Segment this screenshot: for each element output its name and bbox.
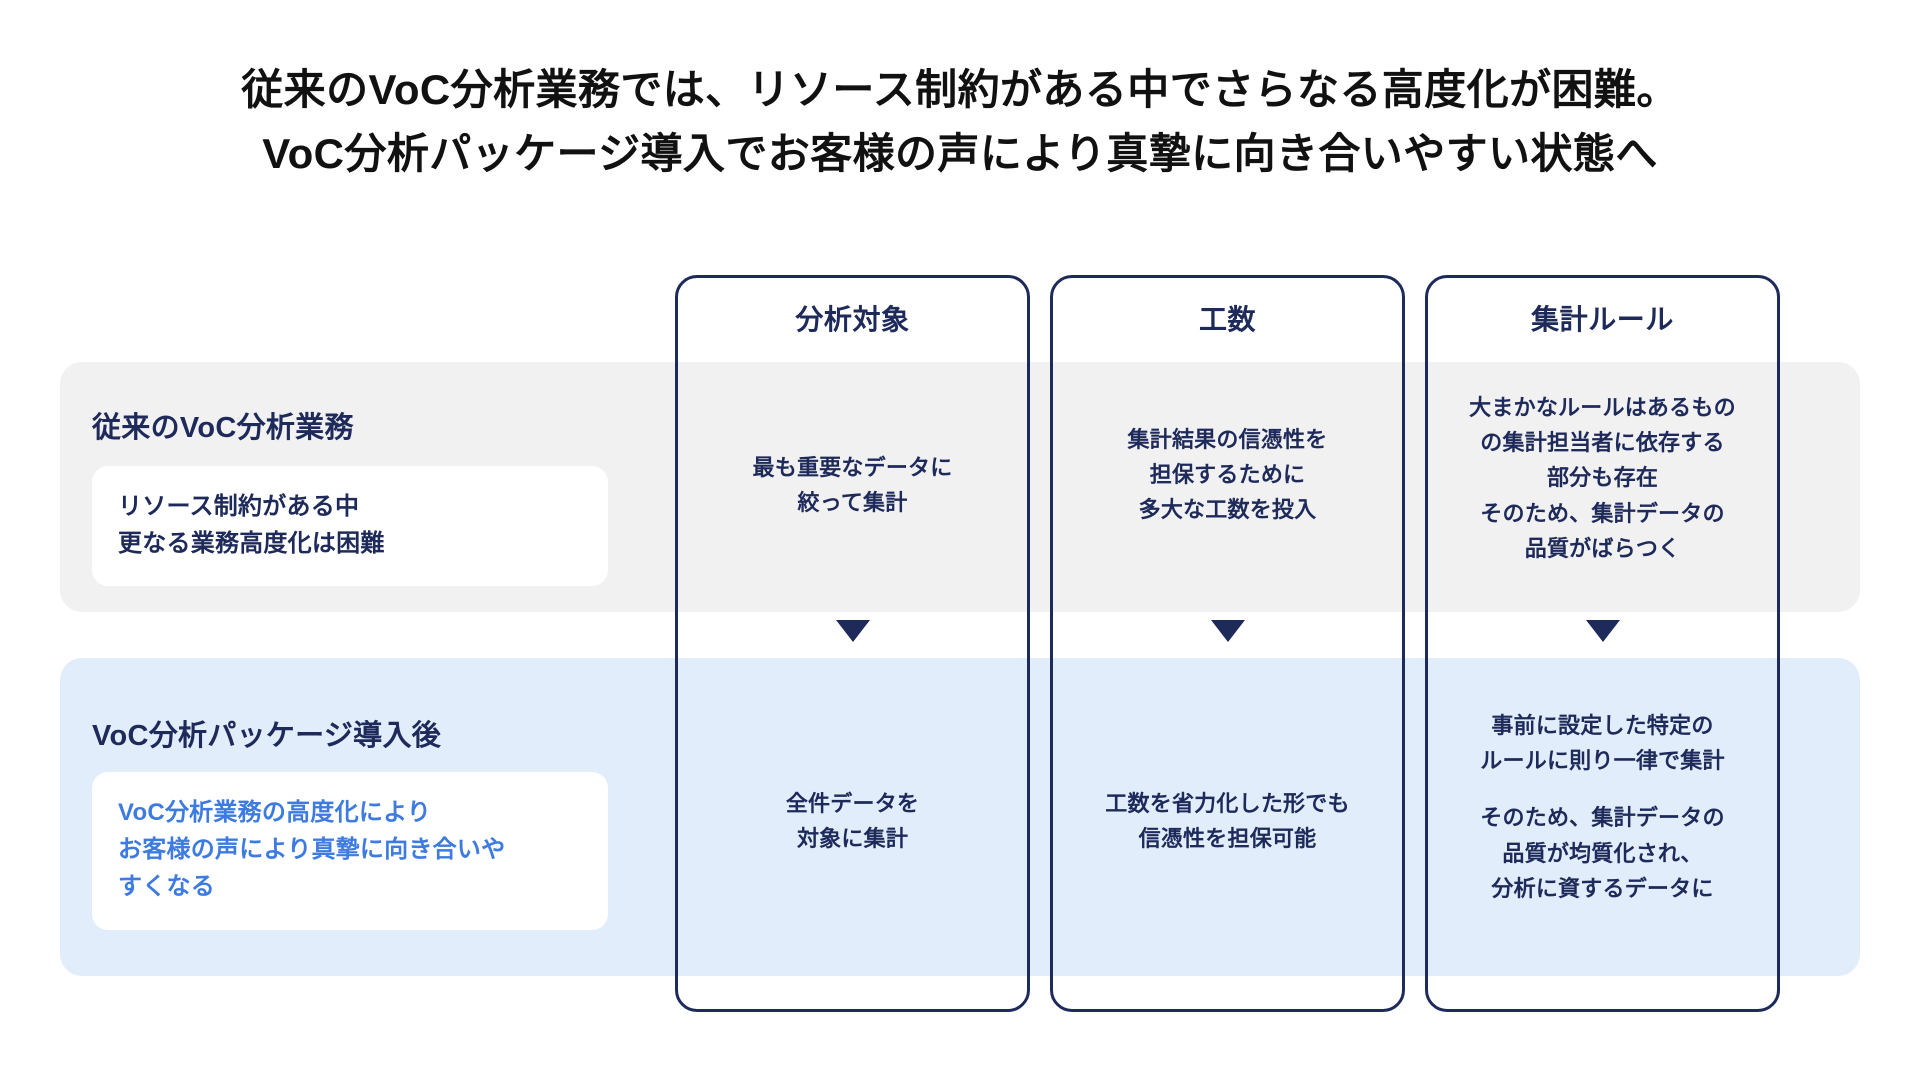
title-line-1: 従来のVoC分析業務では、リソース制約がある中でさらなる高度化が困難。 xyxy=(241,66,1679,113)
cell-line: ルールに則り一律で集計 xyxy=(1480,748,1725,774)
cell-before-man-hours: 集計結果の信憑性を 担保するために 多大な工数を投入 xyxy=(1055,422,1400,528)
column-header-man-hours: 工数 xyxy=(1198,304,1257,335)
title-line-2: VoC分析パッケージ導入でお客様の声により真摯に向き合いやすい状態へ xyxy=(262,129,1658,177)
cell-line: 品質がばらつく xyxy=(1524,535,1681,561)
cell-before-aggregation-rule: 大まかなルールはあるもの の集計担当者に依存する 部分も存在 そのため、集計デー… xyxy=(1430,390,1775,566)
cell-line: そのため、集計データの xyxy=(1480,500,1725,526)
cell-line-spacer xyxy=(1430,778,1775,800)
cell-line: 部分も存在 xyxy=(1546,465,1659,491)
down-triangle-icon xyxy=(1586,620,1620,642)
cell-line: 全件データを xyxy=(785,791,920,816)
cell-after-man-hours: 工数を省力化した形でも 信憑性を担保可能 xyxy=(1055,786,1400,856)
cell-after-aggregation-rule: 事前に設定した特定の ルールに則り一律で集計 そのため、集計データの 品質が均質… xyxy=(1430,708,1775,906)
column-header-aggregation-rule: 集計ルール xyxy=(1531,304,1674,335)
cell-line: 事前に設定した特定の xyxy=(1491,713,1714,738)
summary-card-before-line-1: リソース制約がある中 xyxy=(118,493,360,520)
cell-line: の集計担当者に依存する xyxy=(1480,430,1725,456)
summary-card-after-line-1: VoC分析業務の高度化により xyxy=(118,799,432,826)
cell-line: 大まかなルールはあるもの xyxy=(1469,395,1736,420)
cell-line: 対象に集計 xyxy=(796,826,909,852)
cell-after-analysis-target: 全件データを 対象に集計 xyxy=(680,786,1025,856)
summary-card-before-line-2: 更なる業務高度化は困難 xyxy=(118,530,385,558)
summary-card-before: リソース制約がある中 更なる業務高度化は困難 xyxy=(92,466,608,587)
cell-line: 分析に資するデータに xyxy=(1491,875,1714,901)
row-label-before: 従来のVoC分析業務 xyxy=(92,412,354,444)
row-label-after: VoC分析パッケージ導入後 xyxy=(92,720,442,752)
column-header-analysis-target: 分析対象 xyxy=(795,304,910,335)
cell-before-analysis-target: 最も重要なデータに 絞って集計 xyxy=(680,450,1025,520)
cell-line: 信憑性を担保可能 xyxy=(1138,826,1317,852)
page-title: 従来のVoC分析業務では、リソース制約がある中でさらなる高度化が困難。 VoC分… xyxy=(0,58,1920,186)
cell-line: 工数を省力化した形でも xyxy=(1105,791,1350,816)
cell-line: 絞って集計 xyxy=(797,490,908,516)
cell-line: 品質が均質化され、 xyxy=(1502,840,1703,866)
cell-line: そのため、集計データの xyxy=(1480,805,1725,831)
summary-card-after-line-3: すくなる xyxy=(118,873,215,901)
cell-line: 多大な工数を投入 xyxy=(1138,497,1317,523)
summary-card-after: VoC分析業務の高度化により お客様の声により真摯に向き合いや すくなる xyxy=(92,772,608,930)
down-triangle-icon xyxy=(1211,620,1245,642)
cell-line: 最も重要なデータに xyxy=(752,455,953,480)
cell-line: 集計結果の信憑性を xyxy=(1127,427,1328,452)
summary-card-after-line-2: お客様の声により真摯に向き合いや xyxy=(118,836,506,864)
down-triangle-icon xyxy=(836,620,870,642)
cell-line: 担保するために xyxy=(1149,462,1306,488)
